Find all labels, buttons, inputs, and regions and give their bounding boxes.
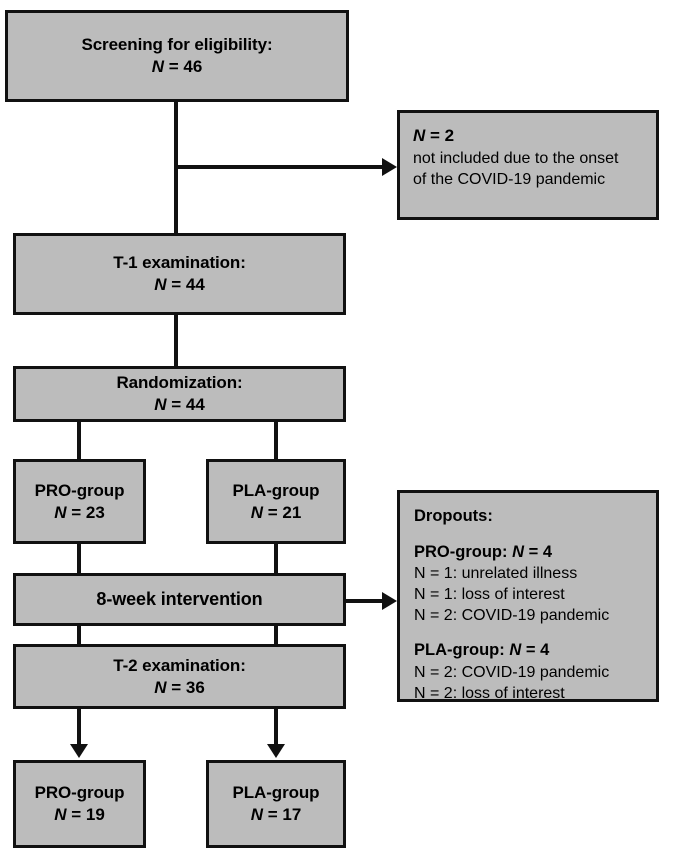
screening-n-symbol: N [151, 57, 164, 76]
pla-final-n: N = 17 [233, 804, 320, 826]
node-screening-text: Screening for eligibility: N = 46 [75, 34, 278, 78]
t2-line1: T-2 examination: [113, 655, 246, 675]
pla-allocated-n-symbol: N [250, 502, 263, 522]
dropouts-pro-item-0: N = 1: unrelated illness [414, 565, 578, 583]
dropouts-pla-item-1: N = 2: loss of interest [414, 684, 565, 702]
pro-allocated-n: N = 23 [35, 502, 125, 524]
node-t2-text: T-2 examination: N = 36 [107, 655, 252, 699]
node-dropouts-text: Dropouts: PRO-group: N = 4 N = 1: unrela… [400, 493, 609, 704]
node-randomization-text: Randomization: N = 44 [110, 372, 248, 416]
excluded-n: N = 2 [413, 125, 619, 147]
connector-intervention-to-t2-left [77, 624, 81, 648]
connector-pro-to-intervention [77, 542, 81, 576]
dropouts-pla-heading: PLA-group: N = 4 [414, 639, 609, 661]
dropouts-pla-n-symbol: N [509, 641, 522, 660]
randomization-n-symbol: N [154, 395, 167, 414]
dropouts-pro-label: PRO-group: [414, 542, 508, 561]
node-t1-examination: T-1 examination: N = 44 [13, 233, 346, 315]
connector-screening-to-excluded [174, 165, 392, 169]
screening-n-value: = 46 [168, 57, 203, 76]
node-pla-allocated-text: PLA-group N = 21 [227, 480, 326, 524]
t1-line1: T-1 examination: [113, 253, 246, 273]
dropouts-pro-heading: PRO-group: N = 4 [414, 541, 609, 563]
pla-allocated-n: N = 21 [233, 502, 320, 524]
screening-line1: Screening for eligibility: [81, 35, 273, 55]
node-screening-for-eligibility: Screening for eligibility: N = 46 [5, 10, 349, 102]
node-pla-group-allocated: PLA-group N = 21 [206, 459, 346, 544]
node-pro-allocated-text: PRO-group N = 23 [29, 480, 131, 524]
pro-final-n-value: = 19 [71, 805, 105, 824]
pro-final-n-symbol: N [54, 805, 67, 824]
connector-intervention-to-t2-right [274, 624, 278, 648]
node-dropouts: Dropouts: PRO-group: N = 4 N = 1: unrela… [397, 490, 659, 702]
connector-t1-to-randomization [174, 314, 178, 369]
connector-t2-to-pla-final [274, 708, 278, 746]
pla-final-n-value: = 17 [267, 805, 302, 824]
pro-allocated-n-symbol: N [54, 502, 67, 522]
t2-n: N = 36 [113, 677, 246, 699]
intervention-line1: 8-week intervention [96, 588, 263, 609]
t2-n-value: = 36 [171, 677, 205, 697]
node-randomization: Randomization: N = 44 [13, 366, 346, 422]
connector-pla-to-intervention [274, 542, 278, 576]
pro-final-line1: PRO-group [34, 783, 125, 803]
t1-n-symbol: N [154, 275, 167, 294]
connector-randomization-to-pla [274, 420, 278, 462]
dropouts-pla-n-value: = 4 [525, 641, 550, 660]
pla-final-n-symbol: N [250, 805, 263, 824]
dropouts-pla-label: PLA-group: [414, 641, 505, 660]
node-pro-group-allocated: PRO-group N = 23 [13, 459, 146, 544]
node-pro-group-final: PRO-group N = 19 [13, 760, 146, 848]
screening-n: N = 46 [81, 56, 272, 78]
arrowhead-to-excluded [382, 158, 397, 176]
node-intervention-text: 8-week intervention [90, 588, 268, 611]
node-pro-final-text: PRO-group N = 19 [29, 782, 131, 826]
excluded-n-symbol: N [413, 126, 426, 145]
arrowhead-to-pro-final [70, 744, 88, 758]
node-t2-examination: T-2 examination: N = 36 [13, 644, 346, 709]
randomization-line1: Randomization: [116, 373, 243, 393]
dropouts-pro-n-value: = 4 [528, 542, 552, 561]
t1-n-value: = 44 [171, 275, 205, 294]
dropouts-pro-n-symbol: N [512, 542, 524, 561]
connector-t2-to-pro-final [77, 708, 81, 746]
node-pla-final-text: PLA-group N = 17 [227, 782, 326, 826]
randomization-n-value: = 44 [171, 395, 205, 414]
node-pla-group-final: PLA-group N = 17 [206, 760, 346, 848]
node-excluded-text: N = 2 not included due to the onset of t… [400, 113, 619, 191]
excluded-n-value: = 2 [430, 126, 455, 145]
dropouts-pro-item-2: N = 2: COVID-19 pandemic [414, 607, 610, 625]
arrowhead-to-pla-final [267, 744, 285, 758]
dropouts-pla-item-0: N = 2: COVID-19 pandemic [414, 663, 610, 681]
randomization-n: N = 44 [116, 394, 242, 416]
pro-allocated-line1: PRO-group [34, 480, 125, 500]
node-not-included-covid: N = 2 not included due to the onset of t… [397, 110, 659, 220]
pla-allocated-line1: PLA-group [232, 480, 320, 500]
dropouts-title: Dropouts: [414, 507, 493, 525]
pla-allocated-n-value: = 21 [267, 502, 302, 522]
connector-intervention-to-dropouts [344, 599, 392, 603]
arrowhead-to-dropouts [382, 592, 397, 610]
dropouts-pro-item-1: N = 1: loss of interest [414, 586, 565, 604]
excluded-reason-line1: not included due to the onset [413, 150, 619, 168]
node-8-week-intervention: 8-week intervention [13, 573, 346, 626]
excluded-reason-line2: of the COVID-19 pandemic [413, 170, 606, 188]
pro-allocated-n-value: = 23 [71, 502, 105, 522]
t1-n: N = 44 [113, 274, 246, 296]
connector-randomization-to-pro [77, 420, 81, 462]
pro-final-n: N = 19 [35, 804, 125, 826]
pla-final-line1: PLA-group [232, 783, 320, 803]
dropouts-spacer [414, 626, 609, 639]
node-t1-text: T-1 examination: N = 44 [107, 252, 252, 296]
t2-n-symbol: N [154, 677, 167, 697]
